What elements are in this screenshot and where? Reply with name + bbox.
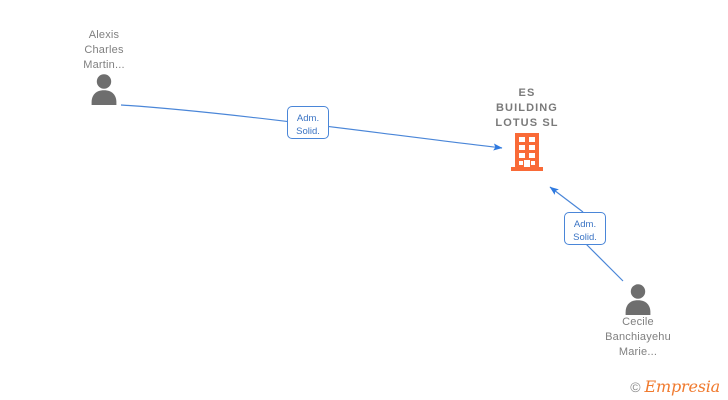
edge-line-2 <box>585 243 624 282</box>
node-label-company: ES BUILDING LOTUS SL <box>495 87 559 129</box>
person-icon <box>91 74 117 105</box>
edge-label-adm-solid-1[interactable]: Adm. Solid. <box>287 106 329 139</box>
node-label-person-left: Alexis Charles Martin... <box>83 29 125 71</box>
brand-name: Empresia <box>644 377 721 396</box>
node-person-alexis-charles-martin[interactable]: Alexis Charles Martin... <box>44 28 164 105</box>
watermark-empresia: © Empresia <box>630 379 720 395</box>
person-icon <box>625 284 651 315</box>
node-person-cecile-banchiayehu-marie[interactable]: Cecile Banchiayehu Marie... <box>578 283 698 360</box>
building-icon <box>511 133 543 171</box>
edge-line-2b <box>549 186 584 213</box>
edge-label-adm-solid-2[interactable]: Adm. Solid. <box>564 212 606 245</box>
node-company-es-building-lotus-sl[interactable]: ES BUILDING LOTUS SL <box>467 86 587 171</box>
copyright-icon: © <box>630 379 641 395</box>
node-label-person-right: Cecile Banchiayehu Marie... <box>605 316 671 358</box>
